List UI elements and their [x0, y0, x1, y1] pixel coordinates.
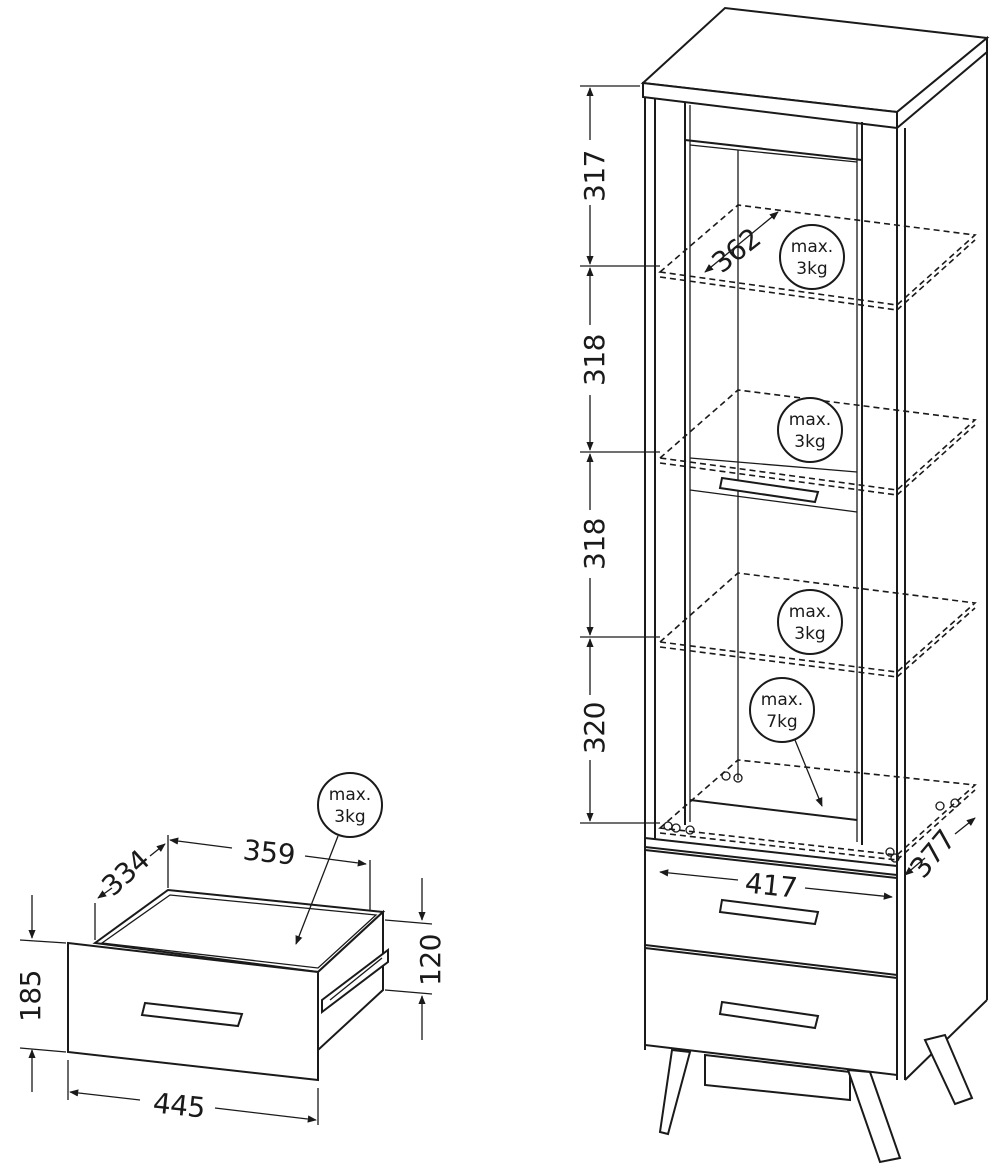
dim-line-cabinet-width — [659, 869, 739, 881]
dim-cabinet-depth: 377 — [903, 823, 962, 884]
cabinet-drawing — [640, 6, 990, 1164]
svg-text:3kg: 3kg — [334, 807, 365, 827]
dim-line-drawer-front-width — [69, 1089, 141, 1101]
load-badge-shelf-3: max. 3kg — [777, 589, 843, 655]
dim-line-drawer-inner-width — [169, 837, 233, 849]
dim-shelf-gap-top: 317 — [578, 150, 611, 202]
load-badge-shelf-1: max. 3kg — [779, 224, 845, 290]
dim-line-cabinet-depth — [904, 857, 926, 876]
svg-text:3kg: 3kg — [794, 624, 825, 644]
svg-text:max.: max. — [789, 602, 831, 622]
vertical-dimension-chain — [580, 85, 660, 824]
dim-shelf-gap-bottom: 320 — [578, 702, 611, 754]
dim-drawer-inner-width: 359 — [241, 833, 296, 871]
svg-text:max.: max. — [791, 237, 833, 257]
svg-text:3kg: 3kg — [796, 259, 827, 279]
svg-text:3kg: 3kg — [794, 432, 825, 452]
svg-text:max.: max. — [329, 785, 371, 805]
dim-shelf-gap-3: 318 — [578, 518, 611, 570]
svg-text:max.: max. — [789, 410, 831, 430]
load-badge-drawer: max. 3kg — [295, 772, 383, 945]
svg-text:max.: max. — [761, 690, 803, 710]
dim-line-shelf-depth — [704, 211, 779, 273]
dim-cabinet-width: 417 — [743, 866, 798, 904]
svg-text:7kg: 7kg — [766, 712, 797, 732]
dim-shelf-gap-2: 318 — [578, 334, 611, 386]
dim-drawer-front-width: 445 — [151, 1086, 206, 1124]
dim-drawer-front-height: 185 — [14, 970, 47, 1022]
dim-shelf-depth: 362 — [706, 222, 767, 280]
drawer-drawing — [67, 888, 389, 1082]
load-badge-bottom-shelf: max. 7kg — [749, 677, 823, 807]
dim-drawer-side-height: 120 — [414, 934, 447, 986]
dim-line-drawer-inner-depth — [97, 887, 113, 899]
load-badge-shelf-2: max. 3kg — [777, 397, 843, 463]
